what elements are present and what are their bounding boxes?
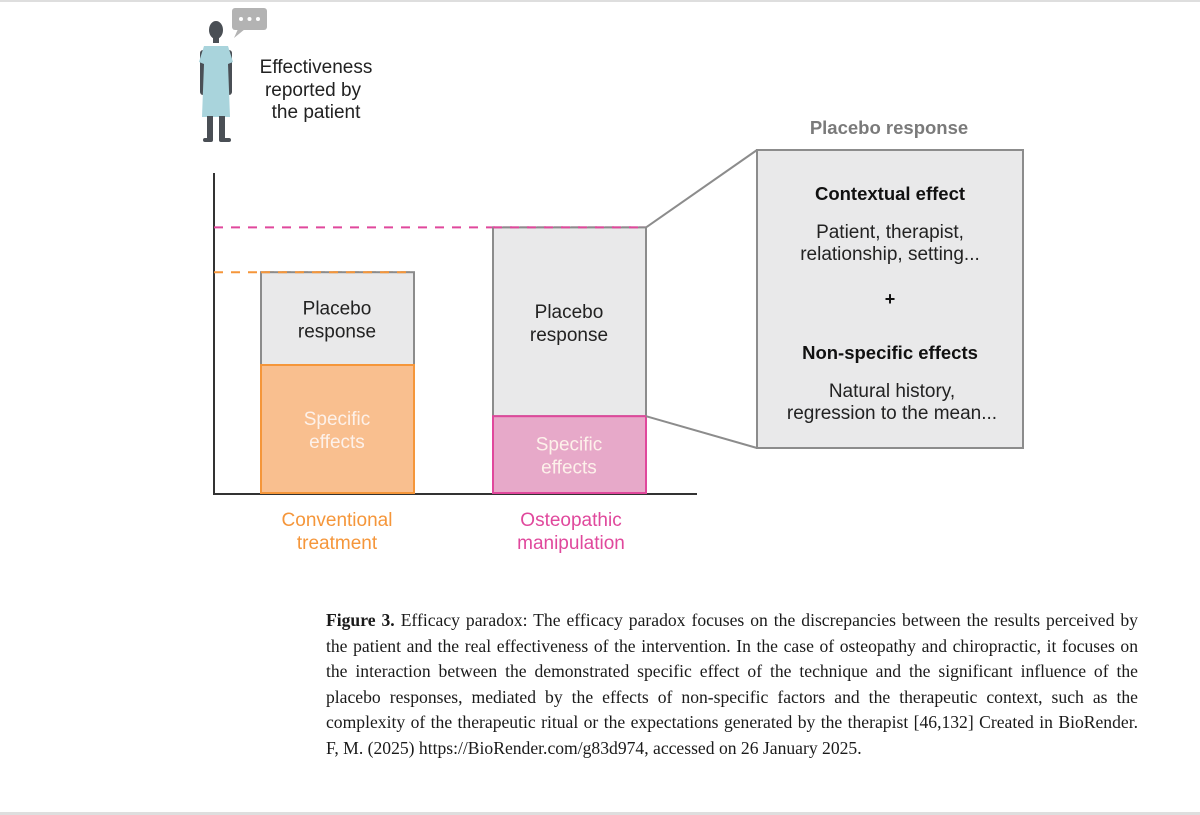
category-label-osteopathic: manipulation [517,533,625,554]
specific-effects-label: Specific [304,409,371,430]
figure-caption: Figure 3. Efficacy paradox: The efficacy… [326,608,1138,762]
efficacy-paradox-diagram: Effectiveness reported by the patient Pl… [199,8,1024,554]
bottom-border [0,812,1200,815]
contextual-effect-line-1: Patient, therapist, [816,222,964,243]
contextual-effect-heading: Contextual effect [815,183,965,204]
patient-label-line-1: Effectiveness [260,57,373,78]
bar-segment-specific-effects [492,415,647,495]
non-specific-effects-line-1: Natural history, [829,381,955,402]
bar-osteopathic-manipulation: Placebo response Specific effects [492,226,647,495]
contextual-effect-line-2: relationship, setting... [800,244,980,265]
figure-caption-text: Efficacy paradox: The efficacy paradox f… [326,610,1138,758]
patient-label-line-2: reported by [265,80,362,101]
plus-sign: + [885,289,896,309]
non-specific-effects-line-2: regression to the mean... [787,403,997,424]
bar-segment-specific-effects [260,364,415,494]
speech-bubble-icon [232,8,267,38]
detail-panel-box [756,149,1024,449]
zoom-connector-top [645,149,758,229]
top-border [0,0,1200,2]
non-specific-effects-heading: Non-specific effects [802,342,978,363]
specific-effects-label: effects [309,432,365,453]
category-label-conventional: treatment [297,533,378,554]
bar-conventional-treatment: Placebo response Specific effects [260,271,415,494]
detail-panel-title: Placebo response [810,117,968,138]
category-label-conventional: Conventional [282,510,393,531]
figure-caption-label: Figure 3. [326,610,395,630]
specific-effects-label: Specific [536,435,603,456]
category-label-osteopathic: Osteopathic [520,510,621,531]
patient-icon [199,8,267,142]
placebo-response-label: response [298,322,376,343]
placebo-response-label: response [530,325,608,346]
specific-effects-label: effects [541,458,597,479]
zoom-connector-bottom [645,415,758,449]
placebo-response-label: Placebo [303,299,372,320]
patient-label-line-3: the patient [272,102,361,123]
placebo-response-detail-panel: Contextual effect Patient, therapist, re… [756,149,1024,449]
bar-segment-placebo-response [260,271,415,367]
placebo-response-label: Placebo [535,302,604,323]
